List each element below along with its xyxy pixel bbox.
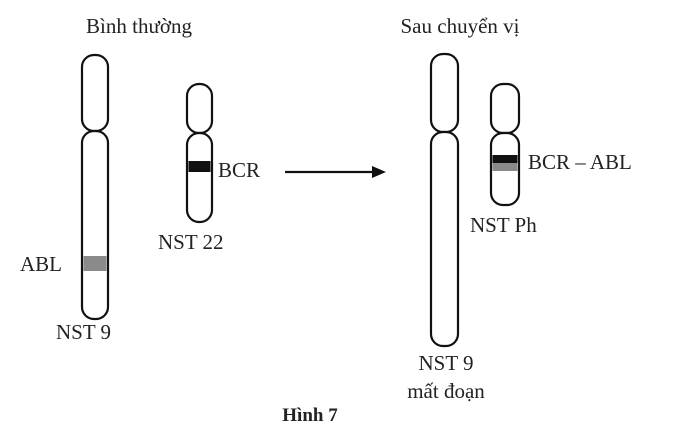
title-after: Sau chuyển vị xyxy=(400,14,520,38)
label-deletion: mất đoạn xyxy=(407,379,485,403)
bcr-band xyxy=(188,161,211,172)
label-nst9: NST 9 xyxy=(56,320,112,344)
chromosome-nst9-deleted xyxy=(429,52,460,348)
figure-caption: Hình 7 xyxy=(282,405,338,426)
abl-band xyxy=(83,256,107,271)
label-bcr-abl: BCR – ABL xyxy=(528,150,632,174)
label-abl: ABL xyxy=(20,252,62,276)
chromosome-nst9 xyxy=(80,53,110,321)
label-nst9-deleted: NST 9 xyxy=(418,351,474,375)
abl-band-ph xyxy=(492,163,518,171)
title-normal: Bình thường xyxy=(86,14,192,38)
label-nst22: NST 22 xyxy=(158,230,224,254)
arrow-icon xyxy=(285,166,386,178)
chromosome-nst22 xyxy=(185,82,214,224)
label-nst-ph: NST Ph xyxy=(470,213,537,237)
chromosome-ph xyxy=(489,82,521,207)
label-bcr: BCR xyxy=(218,158,261,182)
bcr-band-ph xyxy=(492,155,518,163)
